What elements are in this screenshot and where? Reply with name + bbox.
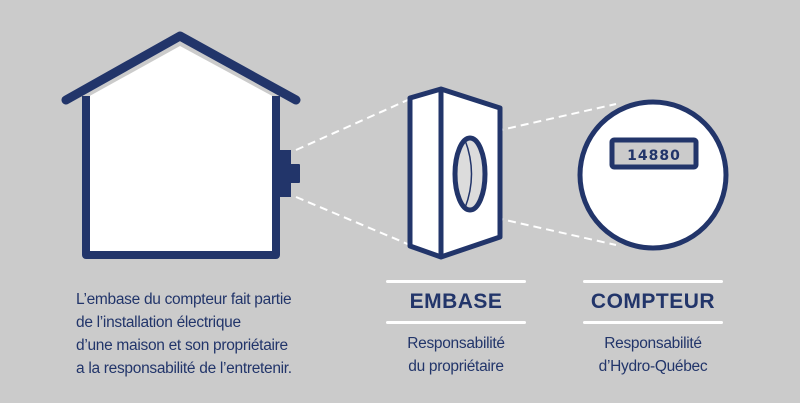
- compteur-title: COMPTEUR: [590, 290, 716, 313]
- meter-display: [609, 137, 699, 170]
- subtitle-line: d’Hydro-Québec: [598, 358, 708, 375]
- house-icon: [61, 31, 301, 259]
- divider: [386, 280, 526, 283]
- description-line: d’une maison et son propriétaire: [76, 337, 288, 354]
- divider: [583, 280, 723, 283]
- description-text: L’embase du compteur fait partie de l’in…: [76, 288, 346, 380]
- subtitle-line: Responsabilité: [604, 335, 702, 352]
- compteur-subtitle: Responsabilité d’Hydro-Québec: [583, 332, 723, 378]
- subtitle-line: Responsabilité: [407, 335, 505, 352]
- subtitle-line: du propriétaire: [408, 358, 504, 375]
- embase-section: EMBASE Responsabilité du propriétaire: [386, 280, 526, 378]
- description-line: L’embase du compteur fait partie: [76, 291, 292, 308]
- meter-icon: 14880: [577, 99, 729, 251]
- embase-title: EMBASE: [409, 290, 503, 313]
- compteur-section: COMPTEUR Responsabilité d’Hydro-Québec: [583, 280, 723, 378]
- meter-base-icon: [407, 86, 503, 260]
- divider: [583, 321, 723, 324]
- zoom-dashed-lines: [295, 98, 617, 246]
- meter-reading: 14880: [627, 148, 681, 164]
- embase-subtitle: Responsabilité du propriétaire: [386, 332, 526, 378]
- description-line: de l’installation électrique: [76, 314, 241, 331]
- description-line: a la responsabilité de l’entretenir.: [76, 360, 292, 377]
- house-meter-icon: [278, 150, 291, 197]
- divider: [386, 321, 526, 324]
